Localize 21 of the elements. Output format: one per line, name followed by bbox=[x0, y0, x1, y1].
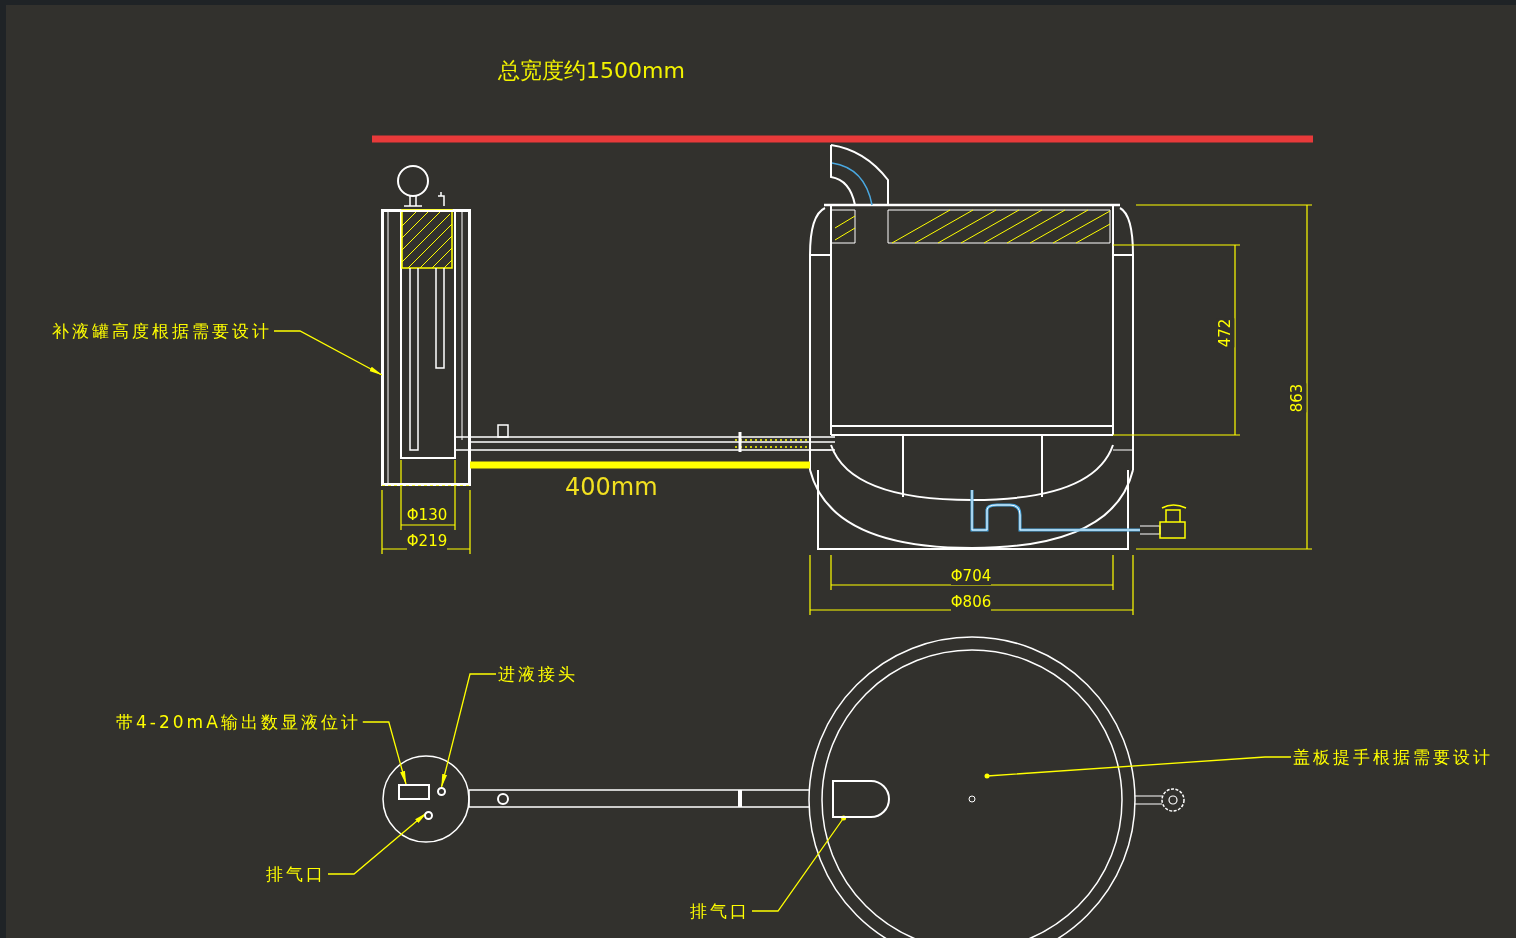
callout-text: 进液接头 bbox=[498, 664, 578, 684]
dimension-text: 总宽度约1500mm bbox=[498, 58, 685, 85]
port-circle bbox=[424, 811, 433, 820]
callout-text: 排气口 bbox=[690, 901, 750, 921]
vent-port bbox=[832, 780, 890, 818]
leader-line bbox=[273, 330, 383, 376]
level-gauge bbox=[398, 784, 430, 800]
leader-line bbox=[751, 815, 847, 912]
leader-line bbox=[984, 756, 1292, 779]
leader-line bbox=[362, 721, 407, 785]
dimension-value: Φ219 bbox=[406, 532, 448, 550]
callout-text: 补液罐高度根据需要设计 bbox=[52, 321, 272, 341]
dimension-value: Φ806 bbox=[950, 593, 992, 611]
dimension-text: 400mm bbox=[565, 473, 658, 502]
callout-text: 盖板提手根据需要设计 bbox=[1293, 747, 1493, 767]
leader-line bbox=[440, 673, 497, 788]
tank-body bbox=[382, 210, 470, 485]
port-circle bbox=[437, 787, 446, 796]
callout-text: 带4-20mA输出数显液位计 bbox=[116, 712, 361, 732]
dimension-value: Φ704 bbox=[950, 567, 992, 585]
callout-text: 排气口 bbox=[266, 864, 326, 884]
